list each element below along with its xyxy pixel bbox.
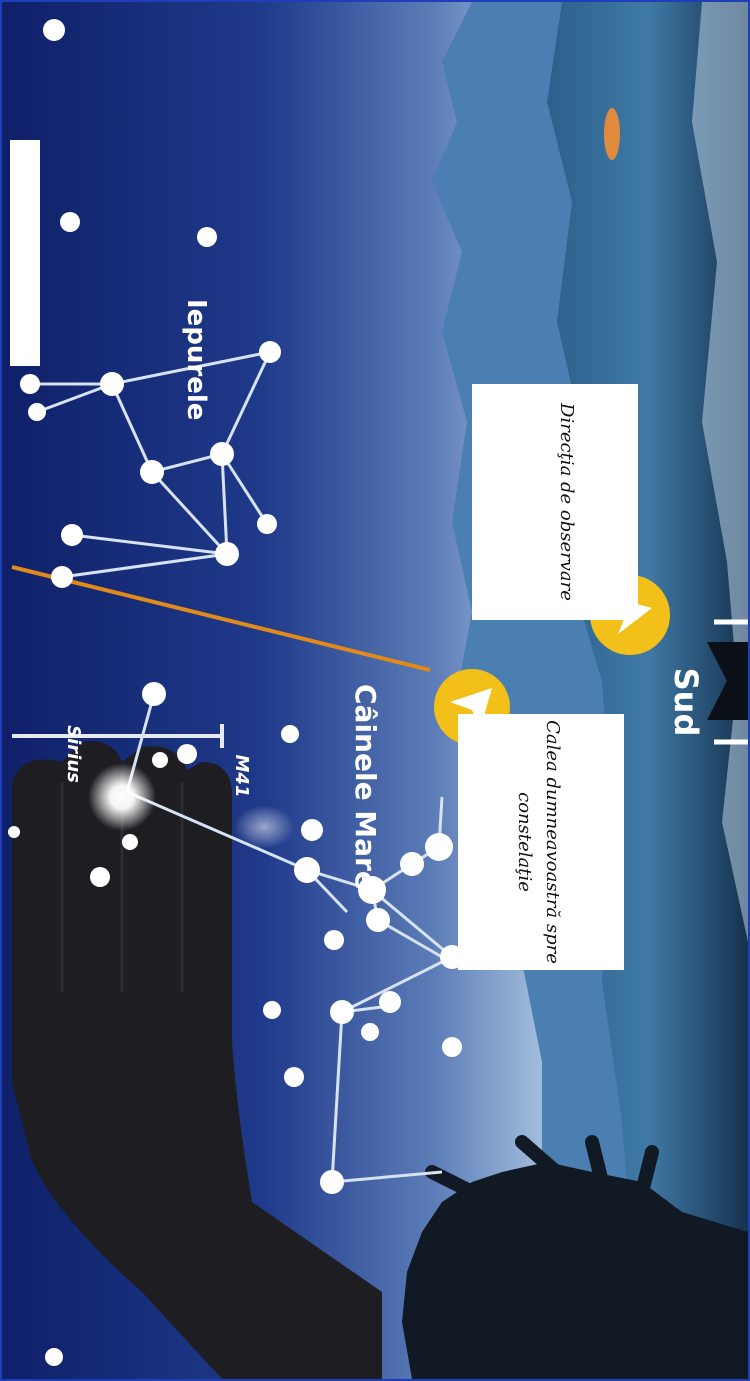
m41-label: M41 [231,754,252,798]
canis-major-label: Câinele Mare [349,684,382,890]
path-line [11,565,431,672]
south-arrow-icon [707,619,748,745]
sirius-star [88,763,156,831]
m41-cluster [234,805,294,849]
path-callout-text: Calea dumneavoastră spre constelaţie [514,720,563,964]
stars [8,19,464,1366]
tree-silhouette [402,1162,748,1379]
angular-scale-bar [12,724,224,748]
shoreline [692,2,748,942]
south-label: Sud [667,667,705,737]
town-light [604,108,620,160]
lepus-label: Iepurele [181,299,211,421]
observing-direction-text: Direcţia de observare [556,403,577,601]
blank-info-card [10,140,40,366]
valley-land [547,2,748,1379]
sirius-label: Sirius [63,725,84,783]
lepus-lines [30,349,273,579]
tree-branches [425,1135,659,1199]
observing-direction-callout: Direcţia de observare [472,384,638,620]
path-callout: Calea dumneavoastră spre constelaţie [458,714,624,970]
